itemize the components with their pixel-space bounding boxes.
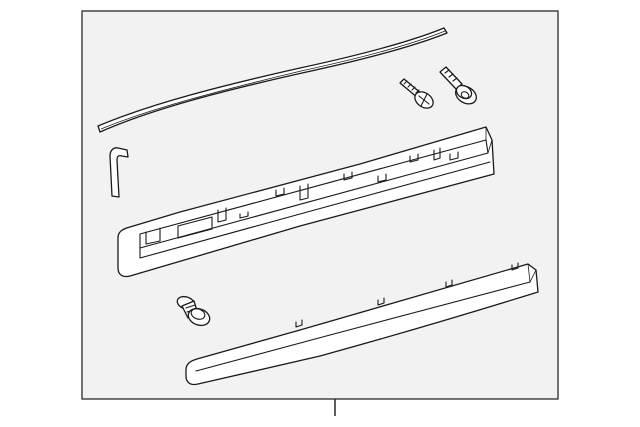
upper-weatherstrip[interactable] — [97, 27, 448, 133]
push-clip[interactable] — [175, 294, 212, 328]
lower-molding[interactable] — [185, 262, 539, 386]
end-clip[interactable] — [109, 147, 129, 198]
screw[interactable] — [399, 78, 436, 111]
bolt-with-washer[interactable] — [439, 66, 480, 107]
main-molding[interactable] — [117, 126, 495, 278]
